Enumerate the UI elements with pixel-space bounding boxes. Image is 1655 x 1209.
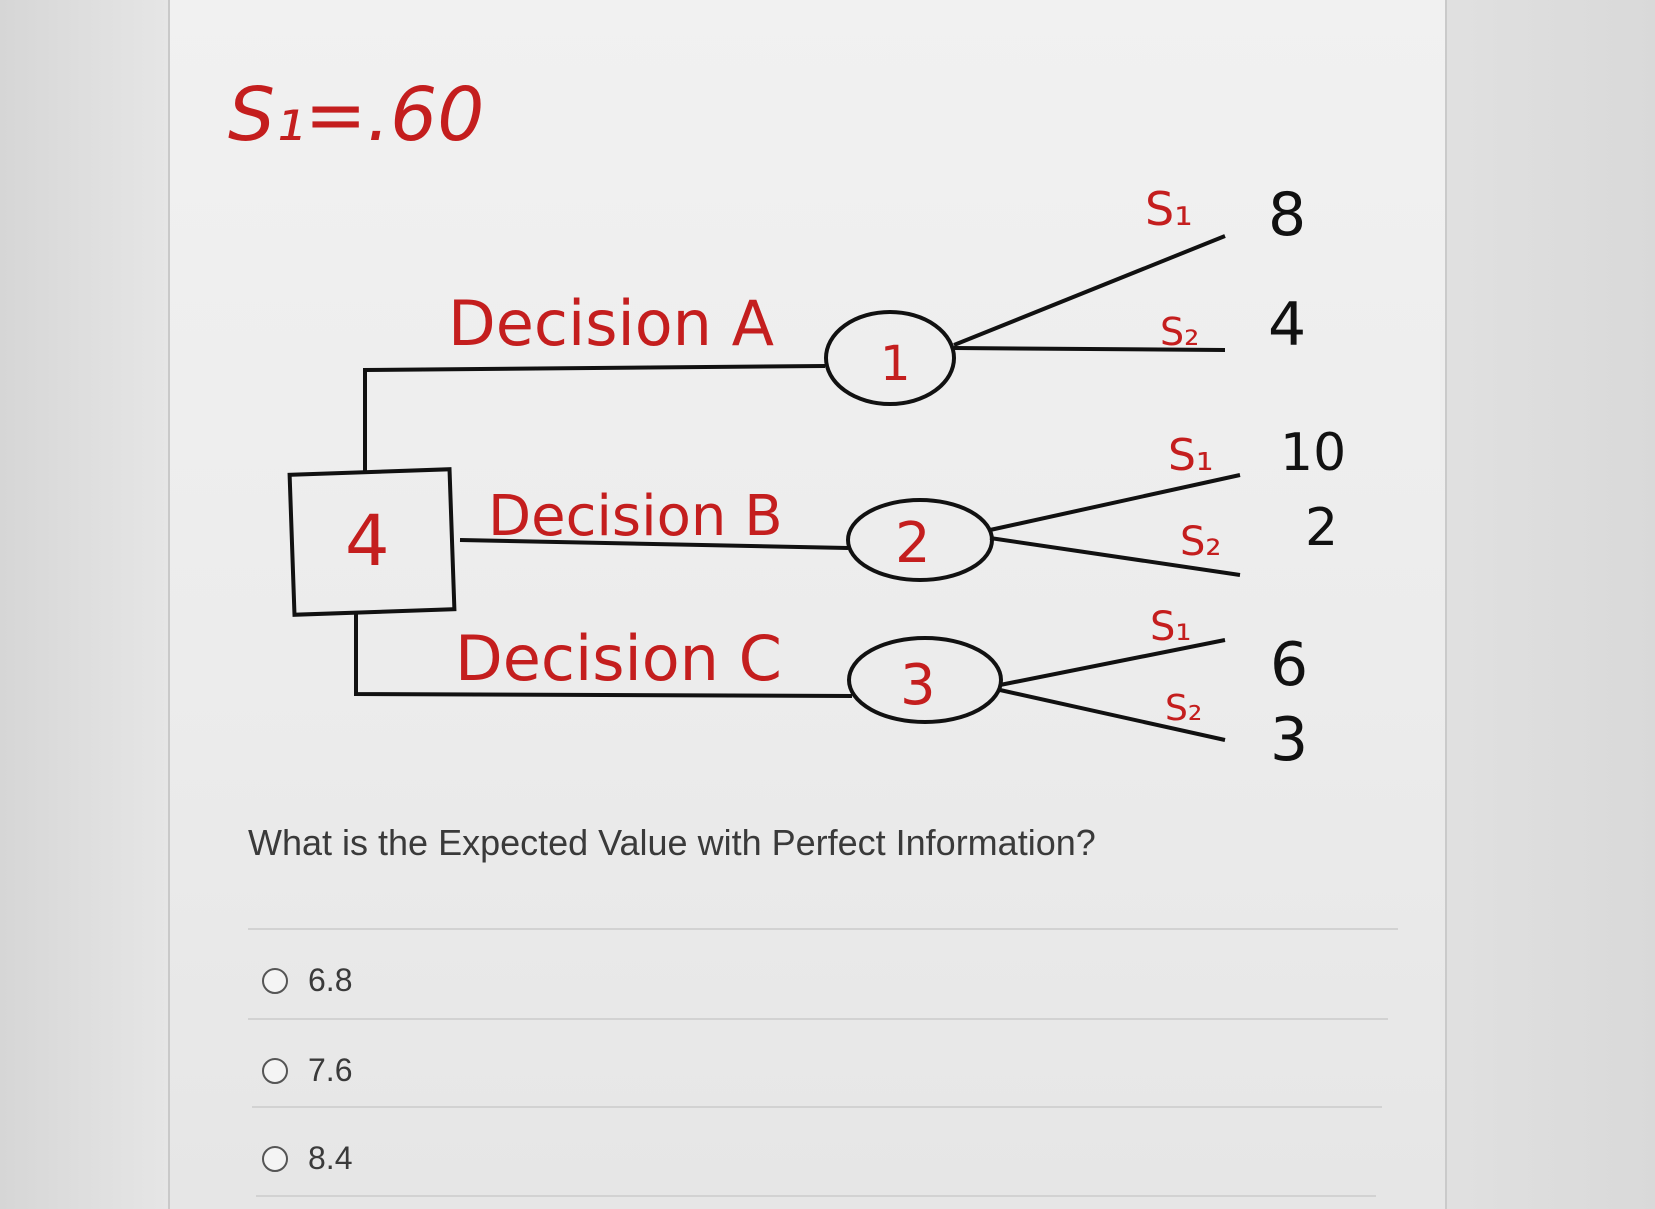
decision-node-box (287, 467, 457, 617)
option-7-6[interactable]: 7.6 (262, 1052, 352, 1089)
state-label-3-s1: S₁ (1150, 604, 1191, 650)
branch-line-b (459, 538, 849, 550)
option-label: 7.6 (308, 1052, 353, 1088)
payoff-1-s2: 4 (1268, 290, 1306, 360)
radio-button[interactable] (262, 1145, 288, 1172)
payoff-3-s1: 6 (1270, 630, 1308, 700)
quiz-question-panel (168, 0, 1447, 1209)
state-label-1-s1: S₁ (1145, 182, 1193, 236)
divider-1 (248, 1018, 1388, 1020)
outcome-line-1-s2 (953, 346, 1226, 352)
decision-c-label: Decision C (455, 622, 782, 695)
option-6-8[interactable]: 6.8 (262, 962, 352, 999)
chance-node-3 (847, 636, 1003, 724)
option-label: 8.4 (308, 1140, 353, 1176)
payoff-3-s2: 3 (1270, 705, 1308, 775)
divider-2 (252, 1106, 1382, 1108)
divider-top (248, 928, 1398, 930)
outcome-line-3-s1 (999, 638, 1226, 687)
decision-a-label: Decision A (448, 287, 774, 360)
radio-button[interactable] (262, 967, 288, 994)
chance-node-1-label: 1 (880, 336, 911, 392)
decision-tree-image: S₁=.60 4 Decision A Decision B Decision … (228, 72, 1346, 775)
outcome-line-1-s1 (953, 234, 1226, 347)
payoff-2-s1: 10 (1280, 423, 1346, 483)
state-label-1-s2: S₂ (1160, 310, 1199, 354)
radio-button[interactable] (262, 1057, 288, 1084)
state-label-3-s2: S₂ (1165, 688, 1202, 729)
state-label-2-s1: S₁ (1168, 430, 1214, 481)
payoff-2-s2: 2 (1305, 498, 1338, 558)
payoff-1-s1: 8 (1268, 180, 1306, 250)
option-label: 6.8 (308, 962, 353, 998)
chance-node-3-label: 3 (900, 653, 936, 718)
option-8-4[interactable]: 8.4 (262, 1140, 352, 1177)
decision-b-label: Decision B (488, 484, 783, 549)
decision-node-label: 4 (345, 500, 390, 582)
branch-line-c (354, 612, 853, 698)
state-label-2-s2: S₂ (1180, 519, 1221, 565)
outcome-line-2-s2 (989, 536, 1241, 577)
outcome-line-2-s1 (989, 473, 1241, 532)
chance-node-2-label: 2 (895, 511, 931, 576)
probability-label: S₁=.60 (228, 72, 484, 158)
branch-line-a (363, 364, 826, 472)
chance-node-1 (824, 310, 956, 406)
question-text: What is the Expected Value with Perfect … (248, 822, 1096, 863)
outcome-line-3-s2 (999, 688, 1226, 742)
divider-3 (256, 1195, 1376, 1197)
